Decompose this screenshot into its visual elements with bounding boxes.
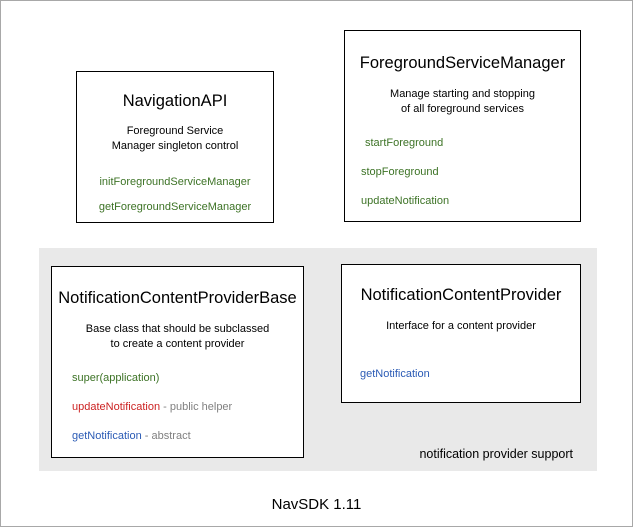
class-description: Base class that should be subclassed to … [52, 322, 303, 352]
class-description: Interface for a content provider [342, 319, 580, 334]
method-note: - public helper [160, 400, 233, 413]
method-list: initForegroundServiceManager getForegrou… [77, 176, 273, 214]
class-description: Manage starting and stopping of all fore… [345, 87, 580, 117]
class-description-line: Base class that should be subclassed [85, 322, 270, 335]
method-name: getNotification [72, 430, 142, 443]
class-title: ForegroundServiceManager [359, 54, 566, 72]
class-description-line: Interface for a content provider [386, 319, 536, 332]
class-description-line: of all foreground services [401, 102, 524, 115]
method-name: getForegroundServiceManager [98, 200, 252, 213]
class-box-notification-content-provider[interactable]: NotificationContentProvider Interface fo… [341, 264, 581, 403]
method-item[interactable]: updateNotification - public helper [72, 401, 303, 414]
class-title: NotificationContentProviderBase [58, 289, 297, 307]
class-description-line: Manager singleton control [111, 139, 239, 152]
method-list: startForeground stopForeground updateNot… [345, 137, 580, 209]
method-item[interactable]: initForegroundServiceManager [77, 176, 273, 189]
method-name: initForegroundServiceManager [99, 175, 251, 188]
method-name: startForeground [365, 136, 444, 149]
method-name: updateNotification [72, 400, 161, 413]
class-title: NotificationContentProvider [360, 286, 562, 304]
class-box-foreground-service-manager[interactable]: ForegroundServiceManager Manage starting… [344, 30, 581, 222]
method-item[interactable]: getNotification [360, 368, 580, 381]
method-note: - abstract [141, 430, 191, 443]
class-box-notification-content-provider-base[interactable]: NotificationContentProviderBase Base cla… [51, 266, 304, 458]
method-list: getNotification [342, 368, 580, 381]
method-item[interactable]: super(application) [72, 372, 303, 385]
class-description-line: Manage starting and stopping [390, 87, 535, 100]
method-item[interactable]: updateNotification [361, 195, 580, 208]
class-box-navigation-api[interactable]: NavigationAPI Foreground Service Manager… [76, 71, 274, 223]
method-name: stopForeground [361, 165, 439, 178]
class-description-line: to create a content provider [110, 337, 245, 350]
method-item[interactable]: getForegroundServiceManager [77, 201, 273, 214]
method-name: super(application) [72, 371, 160, 384]
method-item[interactable]: stopForeground [361, 166, 580, 179]
method-name: updateNotification [361, 195, 450, 208]
method-name: getNotification [360, 367, 430, 380]
class-description: Foreground Service Manager singleton con… [77, 124, 273, 154]
class-title: NavigationAPI [122, 92, 228, 110]
method-item[interactable]: startForeground [361, 137, 580, 150]
footer-version-label: NavSDK 1.11 [271, 496, 362, 513]
method-item[interactable]: getNotification - abstract [72, 430, 303, 443]
class-description-line: Foreground Service [126, 124, 224, 137]
group-panel-caption: notification provider support [419, 447, 573, 461]
method-list: super(application) updateNotification - … [52, 372, 303, 444]
